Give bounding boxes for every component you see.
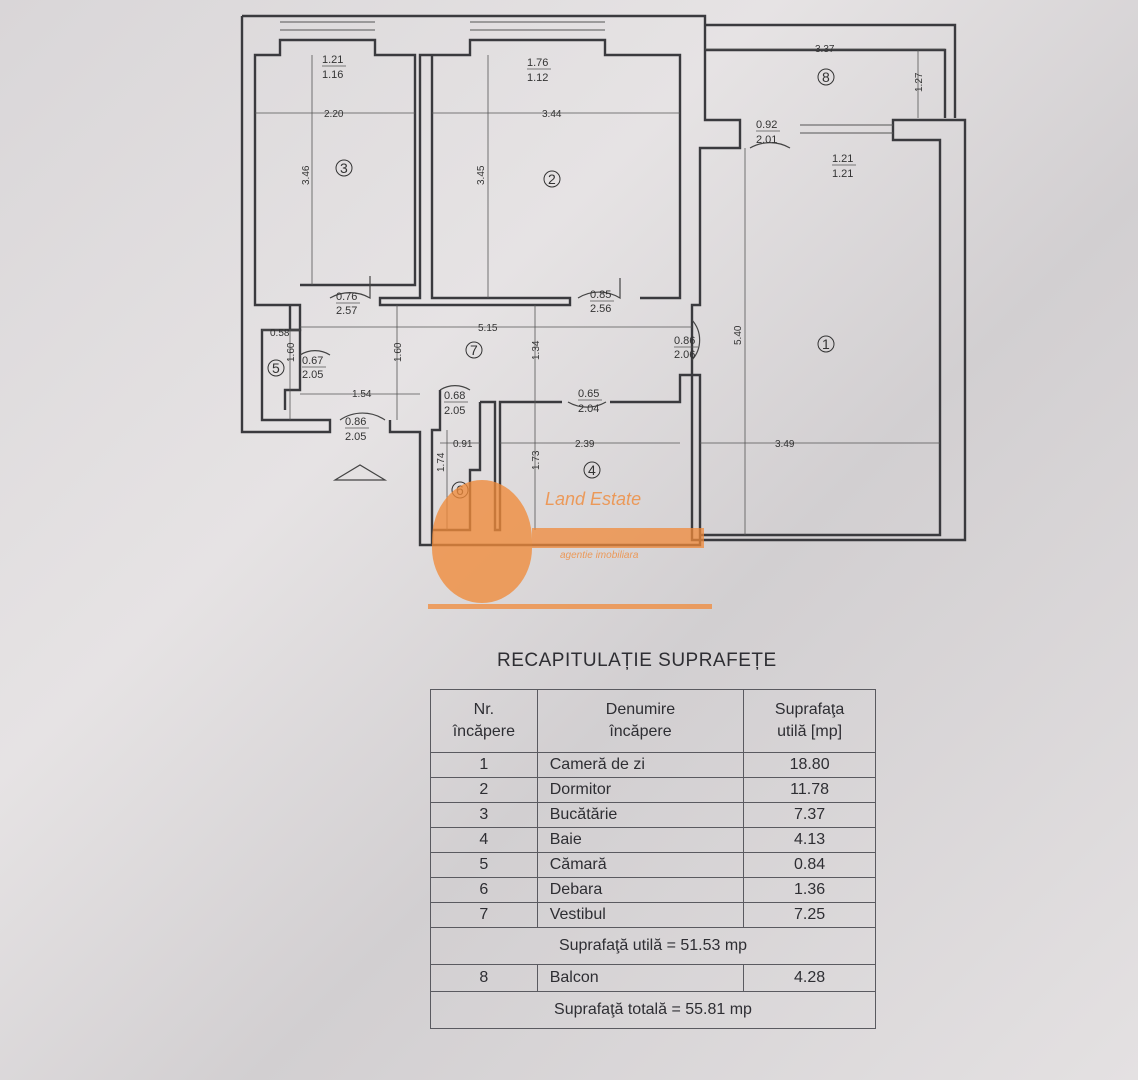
svg-text:1.21: 1.21 — [832, 168, 853, 180]
svg-text:7: 7 — [470, 342, 478, 358]
svg-text:2.05: 2.05 — [345, 431, 366, 443]
dim-label: 1.60 — [286, 342, 297, 362]
dim-label: 3.45 — [476, 165, 487, 185]
opening-label: 0.67 2.05 — [302, 355, 326, 381]
svg-text:1.21: 1.21 — [322, 54, 343, 66]
opening-label: 0.65 2.04 — [578, 388, 602, 415]
svg-text:2.57: 2.57 — [336, 305, 357, 317]
room-number-5: 5 — [267, 359, 285, 377]
watermark-brand: Land Estate — [545, 489, 642, 509]
svg-text:1.76: 1.76 — [527, 57, 548, 69]
opening-label: 0.76 2.57 — [336, 291, 360, 317]
svg-text:8: 8 — [822, 69, 830, 85]
dim-label: 3.46 — [301, 165, 312, 185]
svg-text:0.86: 0.86 — [345, 416, 366, 428]
dim-label: 1.60 — [393, 342, 404, 362]
useful-total-row: Suprafaţă utilă = 51.53 mp — [430, 927, 876, 965]
room-number-1: 1 — [817, 335, 835, 353]
svg-text:2.01: 2.01 — [756, 134, 777, 146]
dim-label: 2.20 — [324, 109, 344, 120]
dim-label: 3.49 — [775, 439, 795, 450]
svg-text:0.65: 0.65 — [578, 388, 599, 400]
svg-text:0.92: 0.92 — [756, 119, 777, 131]
dim-label: 5.40 — [733, 325, 744, 345]
room-number-2: 2 — [543, 170, 561, 188]
opening-label: 0.86 2.05 — [345, 416, 369, 443]
dim-label: 3.37 — [815, 44, 835, 55]
svg-text:2.06: 2.06 — [674, 349, 695, 361]
dim-label: 2.39 — [575, 439, 595, 450]
room-number-3: 3 — [335, 159, 353, 177]
svg-text:1.16: 1.16 — [322, 69, 343, 81]
recap-title: RECAPITULAȚIE SUPRAFEȚE — [497, 650, 777, 671]
opening-label: 0.92 2.01 — [756, 119, 780, 146]
watermark-logo — [428, 480, 712, 609]
room-number-7: 7 — [465, 341, 483, 359]
opening-label: 0.68 2.05 — [444, 390, 468, 417]
svg-text:2: 2 — [548, 171, 556, 187]
svg-text:1.21: 1.21 — [832, 153, 853, 165]
header-nr: Nr.încăpere — [430, 689, 538, 753]
dimension-labels: 2.20 3.44 3.37 1.27 3.46 3.45 5.40 5.15 … — [270, 44, 925, 472]
dim-label: 0.91 — [453, 439, 473, 450]
opening-label: 1.21 1.16 — [322, 54, 346, 81]
grand-total-row: Suprafaţă totală = 55.81 mp — [430, 991, 876, 1029]
svg-text:2.56: 2.56 — [590, 303, 611, 315]
room-number-8: 8 — [817, 68, 835, 86]
svg-text:1.12: 1.12 — [527, 72, 548, 84]
watermark-tagline: agentie imobiliara — [560, 550, 639, 561]
dim-label: 1.34 — [531, 340, 542, 360]
floor-plan: 2.20 3.44 3.37 1.27 3.46 3.45 5.40 5.15 … — [240, 14, 967, 609]
svg-text:0.68: 0.68 — [444, 390, 465, 402]
svg-text:5: 5 — [272, 360, 280, 376]
opening-label: 1.76 1.12 — [527, 57, 551, 84]
door-arcs — [299, 142, 791, 481]
opening-labels: 1.21 1.16 1.76 1.12 0.92 2.01 1.21 1.21 0.76… — [302, 54, 856, 443]
svg-text:2.04: 2.04 — [578, 403, 599, 415]
svg-text:0.86: 0.86 — [674, 335, 695, 347]
svg-text:0.85: 0.85 — [590, 289, 611, 301]
svg-text:4: 4 — [588, 462, 596, 478]
dim-label: 3.44 — [542, 109, 562, 120]
grand-total: Suprafaţă totală = 55.81 mp — [430, 991, 876, 1029]
dim-label: 0.58 — [270, 328, 290, 339]
dim-label: 1.27 — [914, 72, 925, 92]
opening-label: 0.85 2.56 — [590, 289, 614, 315]
wall-balcony — [705, 23, 957, 118]
room-number-4: 4 — [583, 461, 601, 479]
svg-text:0.76: 0.76 — [336, 291, 357, 303]
dim-label: 1.73 — [531, 450, 542, 470]
svg-text:1: 1 — [822, 336, 830, 352]
wall-outline — [240, 14, 967, 542]
svg-text:2.05: 2.05 — [444, 405, 465, 417]
opening-label: 0.86 2.06 — [674, 335, 698, 361]
windows — [280, 21, 893, 134]
dim-label: 1.74 — [436, 452, 447, 472]
dim-label: 1.54 — [352, 389, 372, 400]
svg-text:2.05: 2.05 — [302, 369, 323, 381]
svg-text:3: 3 — [340, 160, 348, 176]
svg-text:0.67: 0.67 — [302, 355, 323, 367]
useful-total: Suprafaţă utilă = 51.53 mp — [430, 927, 876, 965]
dim-label: 5.15 — [478, 323, 498, 334]
opening-label: 1.21 1.21 — [832, 153, 856, 180]
